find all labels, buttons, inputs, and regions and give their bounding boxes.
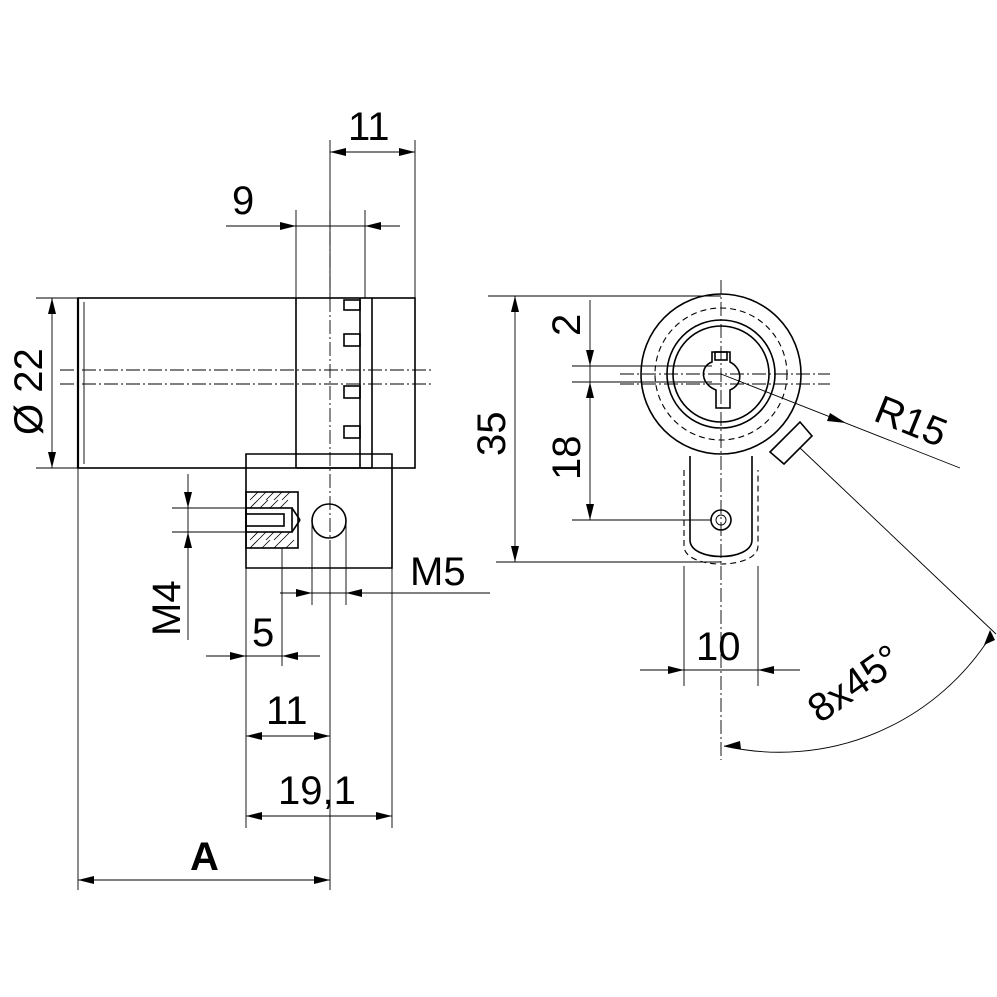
dim-angle: 8x45° <box>723 447 997 753</box>
dim-19-1: 19,1 <box>246 568 393 828</box>
stop-tab <box>768 420 814 466</box>
dim-10-label: 10 <box>696 625 741 669</box>
pin-slots <box>343 298 361 468</box>
dim-m5-label: M5 <box>410 550 466 594</box>
dim-m4-label: M4 <box>145 580 189 636</box>
dim-a: A <box>77 468 330 890</box>
dim-top-11-label: 11 <box>348 105 390 149</box>
dim-9-label: 9 <box>232 179 254 223</box>
dim-diameter: Ø 22 <box>7 297 78 469</box>
dim-35-label: 35 <box>470 412 514 457</box>
dim-2-label: 2 <box>545 314 589 336</box>
front-view: 35 2 18 R15 10 <box>470 280 997 760</box>
dim-r15-label: R15 <box>869 388 954 456</box>
dim-r15: R15 <box>720 373 961 469</box>
dim-35: 35 <box>470 295 721 563</box>
cam-lever-hidden <box>683 470 759 565</box>
dim-5: 5 <box>206 548 320 666</box>
dim-angle-label: 8x45° <box>800 636 909 731</box>
cylinder-body <box>77 297 416 469</box>
side-view: 11 9 Ø 22 M4 <box>7 105 490 890</box>
dim-5-label: 5 <box>252 611 274 655</box>
keyway <box>702 351 741 409</box>
dim-bottom-11: 11 <box>245 540 331 890</box>
dim-diameter-label: Ø 22 <box>7 348 51 435</box>
m5-hole <box>311 503 347 539</box>
threaded-hole-m4 <box>245 491 301 549</box>
dim-a-label: A <box>190 835 219 879</box>
dim-18: 18 <box>545 436 711 521</box>
dim-m4: M4 <box>145 474 246 640</box>
dim-m5: M5 <box>280 521 490 605</box>
angle-arc <box>723 633 993 753</box>
dim-9: 9 <box>226 179 400 298</box>
dim-18-label: 18 <box>545 436 589 481</box>
dim-2: 2 <box>545 300 712 520</box>
dim-top-11: 11 <box>329 105 416 298</box>
cam-housing <box>245 453 393 569</box>
dim-bottom-11-label: 11 <box>266 689 308 733</box>
dim-10: 10 <box>640 566 800 686</box>
dim-19-1-label: 19,1 <box>278 769 356 813</box>
